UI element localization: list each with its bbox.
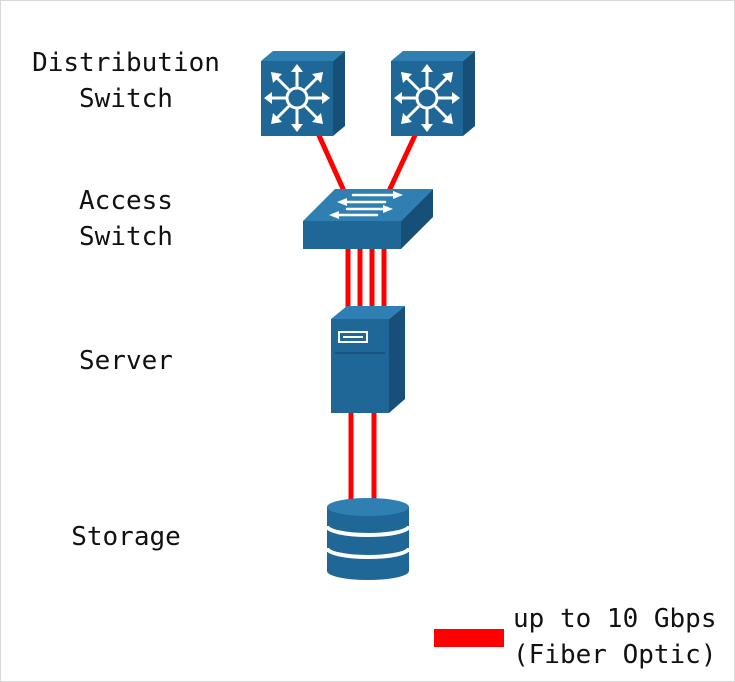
server-icon xyxy=(331,306,405,413)
access-label-line2: Switch xyxy=(79,222,173,252)
storage-label: Storage xyxy=(71,522,181,552)
server-label: Server xyxy=(79,346,173,376)
distribution-switch-label: Distribution Switch xyxy=(25,45,227,117)
workgroup-switch-icon xyxy=(303,189,433,249)
legend-line2: (Fiber Optic) xyxy=(513,640,717,670)
access-label-line1: Access xyxy=(79,186,173,216)
legend-line1: up to 10 Gbps xyxy=(513,604,717,634)
link-dist2-access xyxy=(386,129,420,193)
multilayer-switch-icon xyxy=(391,51,475,136)
distribution-label-line1: Distribution xyxy=(32,48,220,78)
legend-swatch xyxy=(434,629,504,647)
link-dist1-access xyxy=(314,129,347,193)
legend-text: up to 10 Gbps (Fiber Optic) xyxy=(513,601,717,673)
fiber-links xyxy=(314,129,420,503)
storage-database-icon xyxy=(325,498,411,580)
multilayer-switch-icon xyxy=(261,51,345,136)
distribution-label-line2: Switch xyxy=(79,84,173,114)
access-switch-label: Access Switch xyxy=(59,183,193,255)
